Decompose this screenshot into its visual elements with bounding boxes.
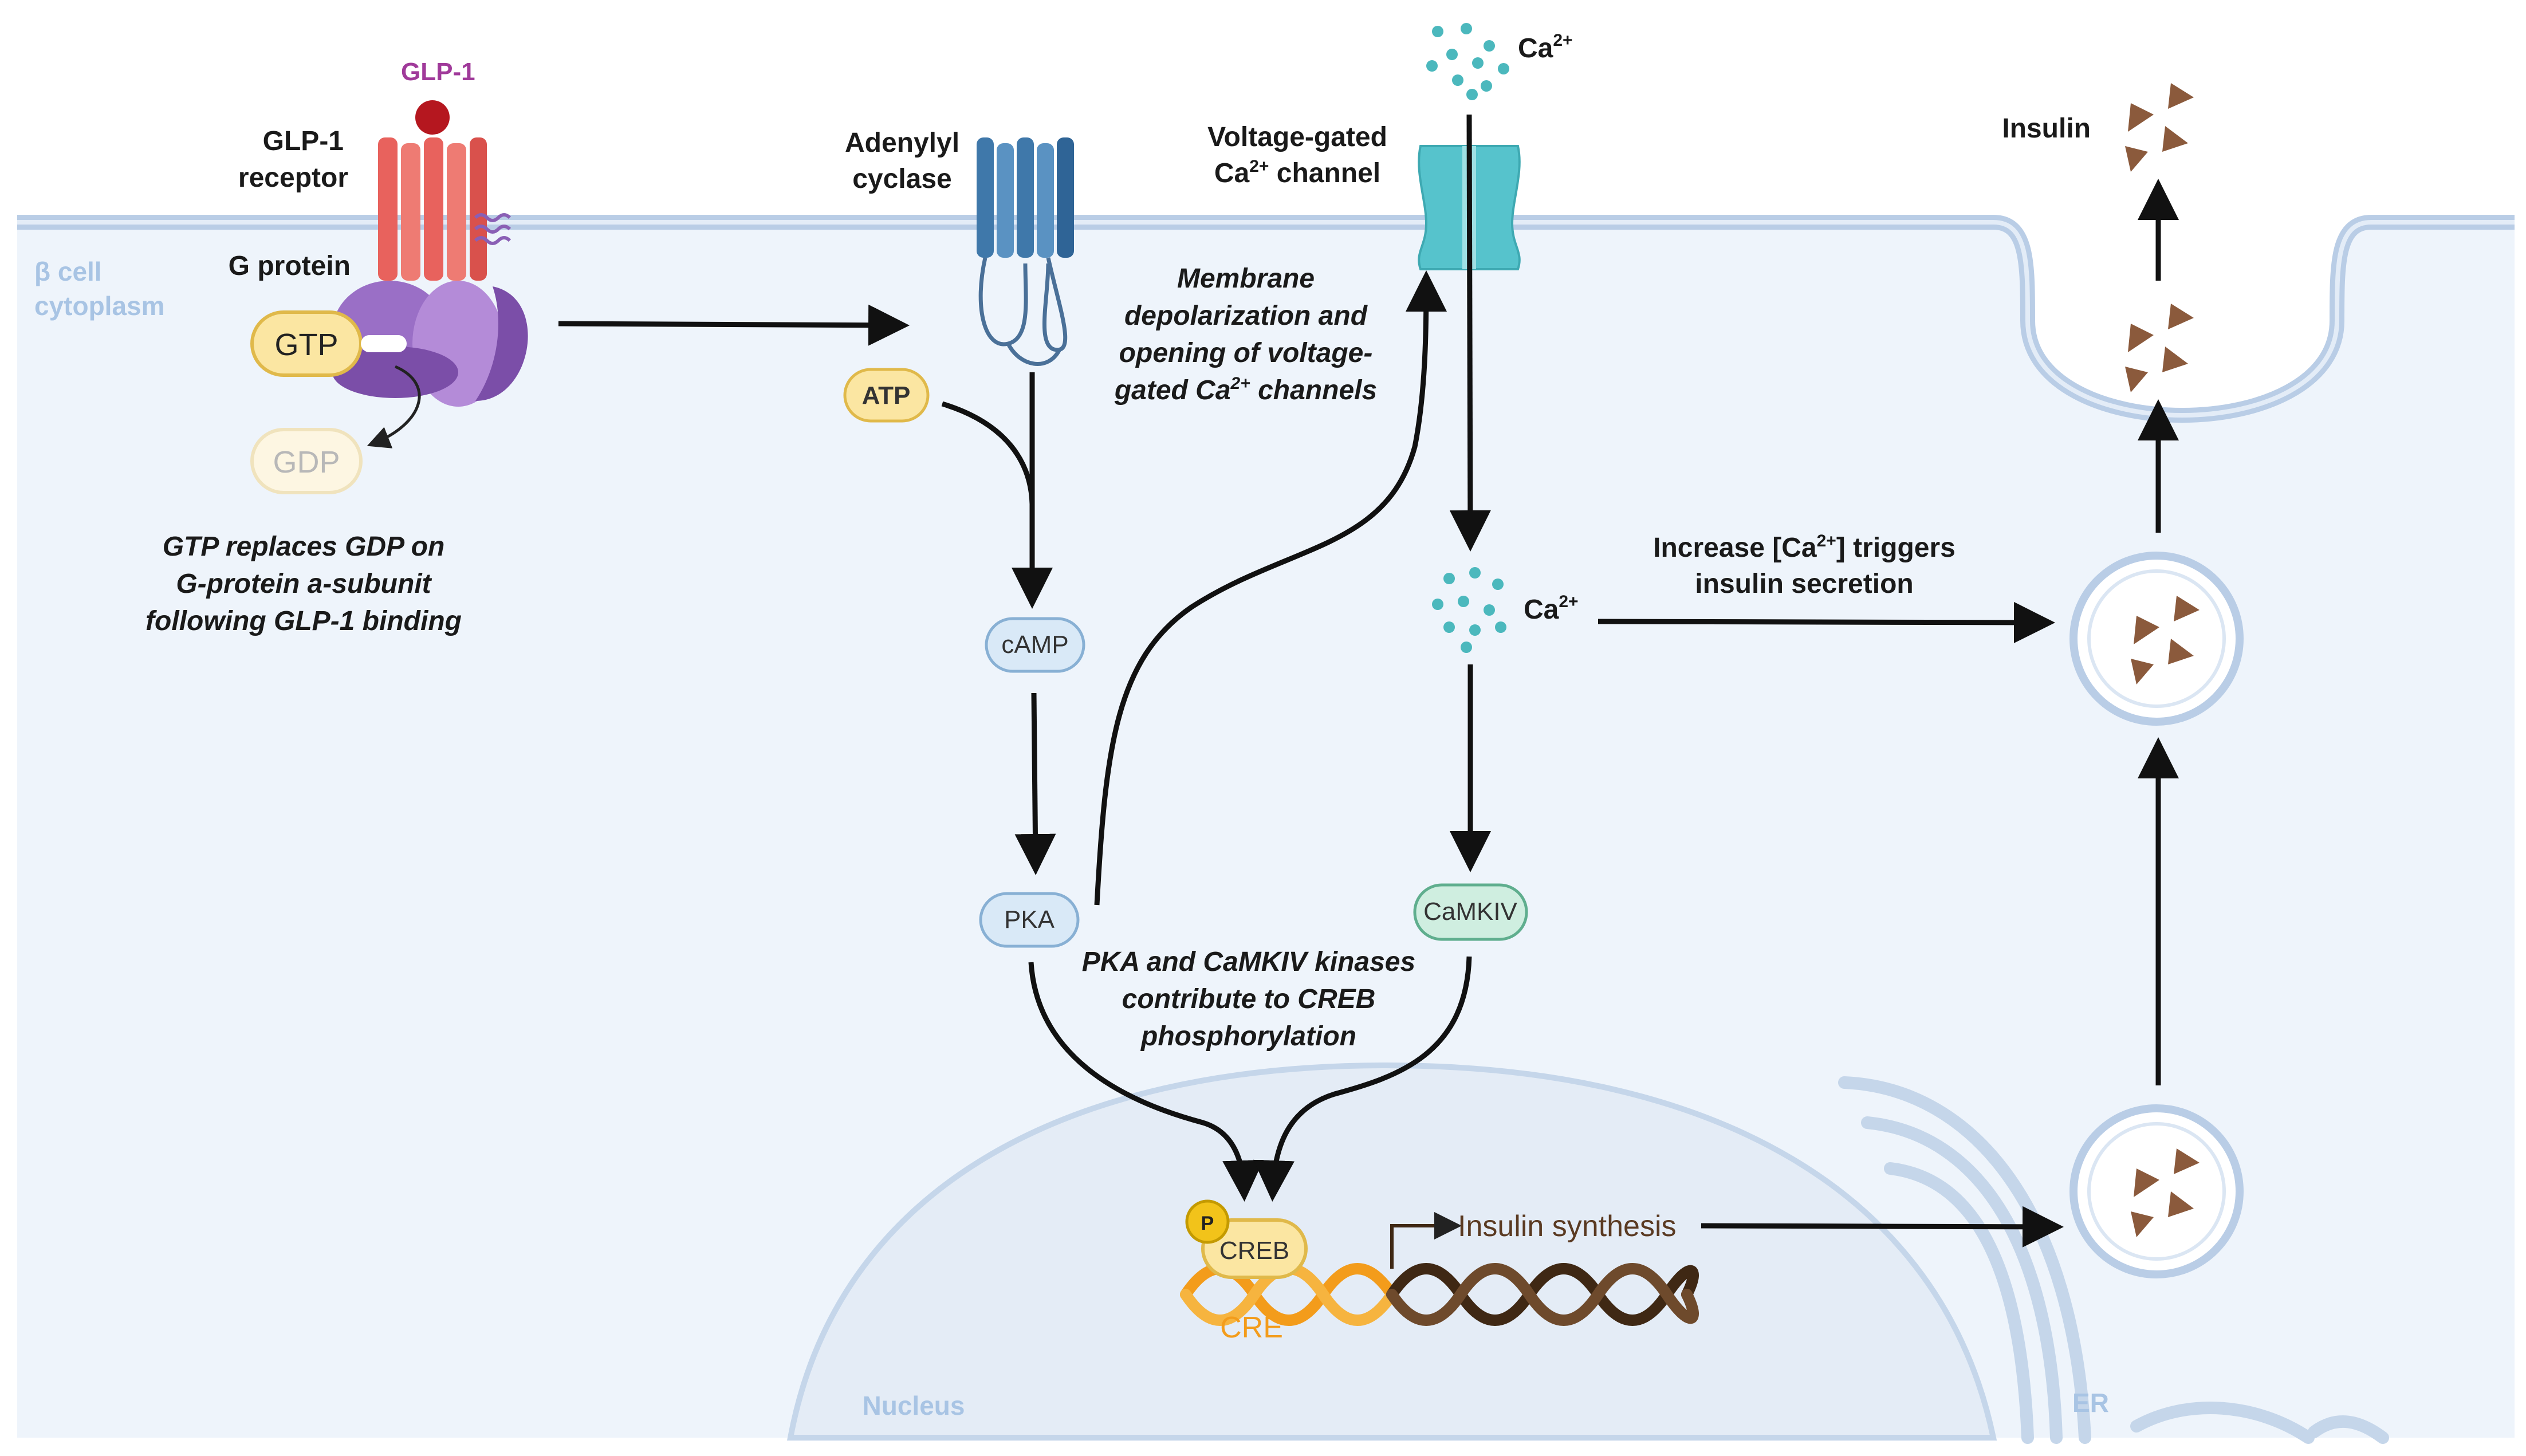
- vesicle-upper: [2069, 552, 2244, 726]
- calcium-ions-mid-icon: [1432, 567, 1506, 653]
- insulin-granules-released-icon: [2125, 83, 2194, 172]
- glp1-receptor-label: GLP-1: [263, 126, 344, 156]
- arrow-calcium-influx: [1449, 114, 1491, 552]
- gdp-release-arrow: [367, 365, 421, 448]
- gtp-note-line-1: GTP replaces GDP on: [163, 532, 445, 562]
- adenylyl-cyclase-label-2: cyclase: [852, 164, 952, 194]
- vgcc-label-2: Ca2+ channel: [1214, 157, 1380, 188]
- transcription-start-icon: [1390, 1212, 1462, 1269]
- pka-label: PKA: [1004, 906, 1055, 934]
- arrow-calcium-to-vesicle: [1598, 601, 2055, 643]
- glp1-ligand-label: GLP-1: [401, 58, 475, 86]
- calcium-mid-label: Ca2+: [1524, 592, 1579, 625]
- insulin-granules-exocytosis-icon: [2125, 304, 2194, 392]
- membrane-note-line-4: gated Ca2+ channels: [1114, 374, 1377, 406]
- insulin-granules-upper-icon: [2131, 596, 2200, 684]
- calcium-top-label: Ca2+: [1518, 31, 1573, 64]
- arrow-pka-to-channel: [1094, 270, 1447, 906]
- camkiv-pill: CaMKIV: [1413, 883, 1528, 941]
- membrane-note-line-3: opening of voltage-: [1119, 338, 1373, 368]
- arrow-pka-to-creb: [1028, 962, 1264, 1202]
- creb-pill: CREB: [1201, 1218, 1308, 1279]
- cell-membrane-inner: [17, 220, 2515, 418]
- cre-label: CRE: [1220, 1311, 1283, 1344]
- arrow-camp-to-pka: [1014, 692, 1056, 875]
- phosphate-label: P: [1201, 1213, 1214, 1234]
- glp1-receptor-icon: [378, 137, 512, 281]
- g-protein-label: G protein: [229, 251, 351, 281]
- camp-label: cAMP: [1001, 631, 1068, 659]
- pka-pill: PKA: [979, 892, 1080, 948]
- increase-note-line-1: Increase [Ca2+] triggers: [1653, 532, 1956, 563]
- gtp-note-line-3: following GLP-1 binding: [145, 606, 462, 636]
- glp1-ligand-icon: [415, 100, 450, 135]
- nucleus-label: Nucleus: [863, 1391, 965, 1420]
- vgcc-label: Voltage-gated: [1207, 122, 1387, 152]
- arrow-camkiv-to-creb: [1253, 956, 1472, 1202]
- phosphate-badge: P: [1185, 1199, 1230, 1244]
- insulin-label: Insulin: [2002, 113, 2091, 144]
- g-protein-icon: [332, 281, 528, 407]
- glp1-receptor-label-2: receptor: [238, 163, 348, 193]
- creb-label: CREB: [1219, 1237, 1289, 1265]
- arrow-synthesis-to-vesicle: [1701, 1206, 2064, 1248]
- gdp-pill: GDP: [250, 428, 363, 494]
- beta-cell-label: β cell: [34, 257, 102, 286]
- vesicle-lower: [2069, 1104, 2244, 1278]
- adenylyl-cyclase-icon: [977, 137, 1074, 366]
- atp-pill: ATP: [843, 368, 930, 423]
- calcium-ions-top-icon: [1426, 23, 1509, 100]
- er-label: ER: [2072, 1388, 2109, 1418]
- membrane-note-line-1: Membrane: [1177, 263, 1315, 294]
- insulin-synthesis-label: Insulin synthesis: [1458, 1210, 1677, 1243]
- adenylyl-cyclase-label: Adenylyl: [845, 128, 959, 158]
- camp-pill: cAMP: [985, 617, 1085, 673]
- atp-label: ATP: [862, 381, 911, 410]
- er-shape: [1838, 1076, 2389, 1444]
- dna-strand-icon: [1386, 1263, 1699, 1326]
- gtp-note-line-2: G-protein a-subunit: [176, 569, 432, 599]
- gdp-label: GDP: [273, 445, 340, 479]
- kinase-note-line-3: phosphorylation: [1140, 1021, 1356, 1052]
- beta-cell-label-2: cytoplasm: [34, 291, 165, 321]
- insulin-granules-lower-icon: [2131, 1148, 2200, 1237]
- arrow-gprotein-to-adenylyl: [558, 304, 910, 346]
- kinase-note-line-1: PKA and CaMKIV kinases: [1082, 947, 1415, 977]
- kinase-note-line-2: contribute to CREB: [1122, 984, 1376, 1014]
- membrane-note-line-2: depolarization and: [1124, 301, 1368, 331]
- camkiv-label: CaMKIV: [1423, 898, 1517, 926]
- gtp-label: GTP: [274, 328, 338, 362]
- increase-note-line-2: insulin secretion: [1695, 569, 1913, 599]
- cytoplasm-region: [17, 223, 2515, 1438]
- gtp-pill: GTP: [250, 310, 363, 377]
